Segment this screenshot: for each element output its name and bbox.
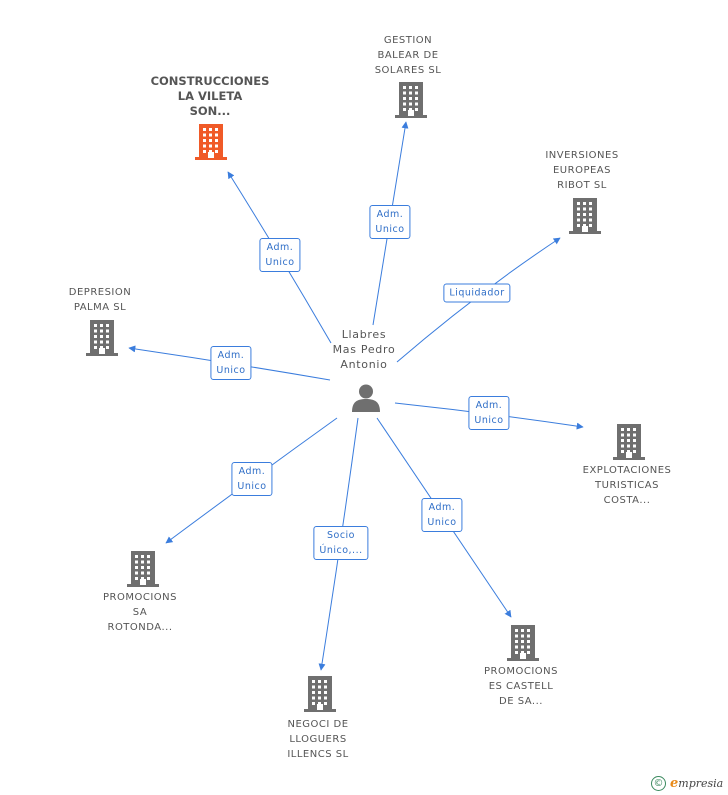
company-label-explotaciones[interactable]: EXPLOTACIONES TURISTICAS COSTA... [582,465,672,506]
relation-label-castell[interactable]: Adm. Unico [421,498,463,532]
building-icon-depresion[interactable] [86,320,118,356]
footer-brand: © empresia [651,776,723,791]
relation-label-construcciones[interactable]: Adm. Unico [259,238,301,272]
building-icon-rotonda[interactable] [127,551,159,587]
company-label-gestion[interactable]: GESTION BALEAR DE SOLARES SL [374,35,442,76]
relation-label-rotonda[interactable]: Adm. Unico [231,462,273,496]
center-person-label[interactable]: Llabres Mas Pedro Antonio [332,328,396,371]
person-icon[interactable] [351,383,381,413]
building-icon-castell[interactable] [507,625,539,661]
brand-logo[interactable]: empresia [670,776,724,791]
relation-label-negoci[interactable]: Socio Único,... [313,526,369,560]
company-label-depresion[interactable]: DEPRESION PALMA SL [68,287,132,313]
company-label-negoci[interactable]: NEGOCI DE LLOGUERS ILLENCS SL [287,719,349,760]
building-icon-gestion[interactable] [395,82,427,118]
relation-label-gestion[interactable]: Adm. Unico [369,205,411,239]
building-icon-construcciones[interactable] [195,124,227,160]
relation-label-inversiones[interactable]: Liquidador [443,283,511,303]
company-label-construcciones[interactable]: CONSTRUCCIONES LA VILETA SON... [150,74,270,118]
building-icon-inversiones[interactable] [569,198,601,234]
relation-label-explotaciones[interactable]: Adm. Unico [468,396,510,430]
copyright-icon: © [651,776,666,791]
building-icon-negoci[interactable] [304,676,336,712]
company-label-rotonda[interactable]: PROMOCIONS SA ROTONDA... [103,592,177,633]
relation-label-depresion[interactable]: Adm. Unico [210,346,252,380]
company-label-inversiones[interactable]: INVERSIONES EUROPEAS RIBOT SL [545,150,619,191]
company-label-castell[interactable]: PROMOCIONS ES CASTELL DE SA... [484,666,558,707]
building-icon-explotaciones[interactable] [613,424,645,460]
